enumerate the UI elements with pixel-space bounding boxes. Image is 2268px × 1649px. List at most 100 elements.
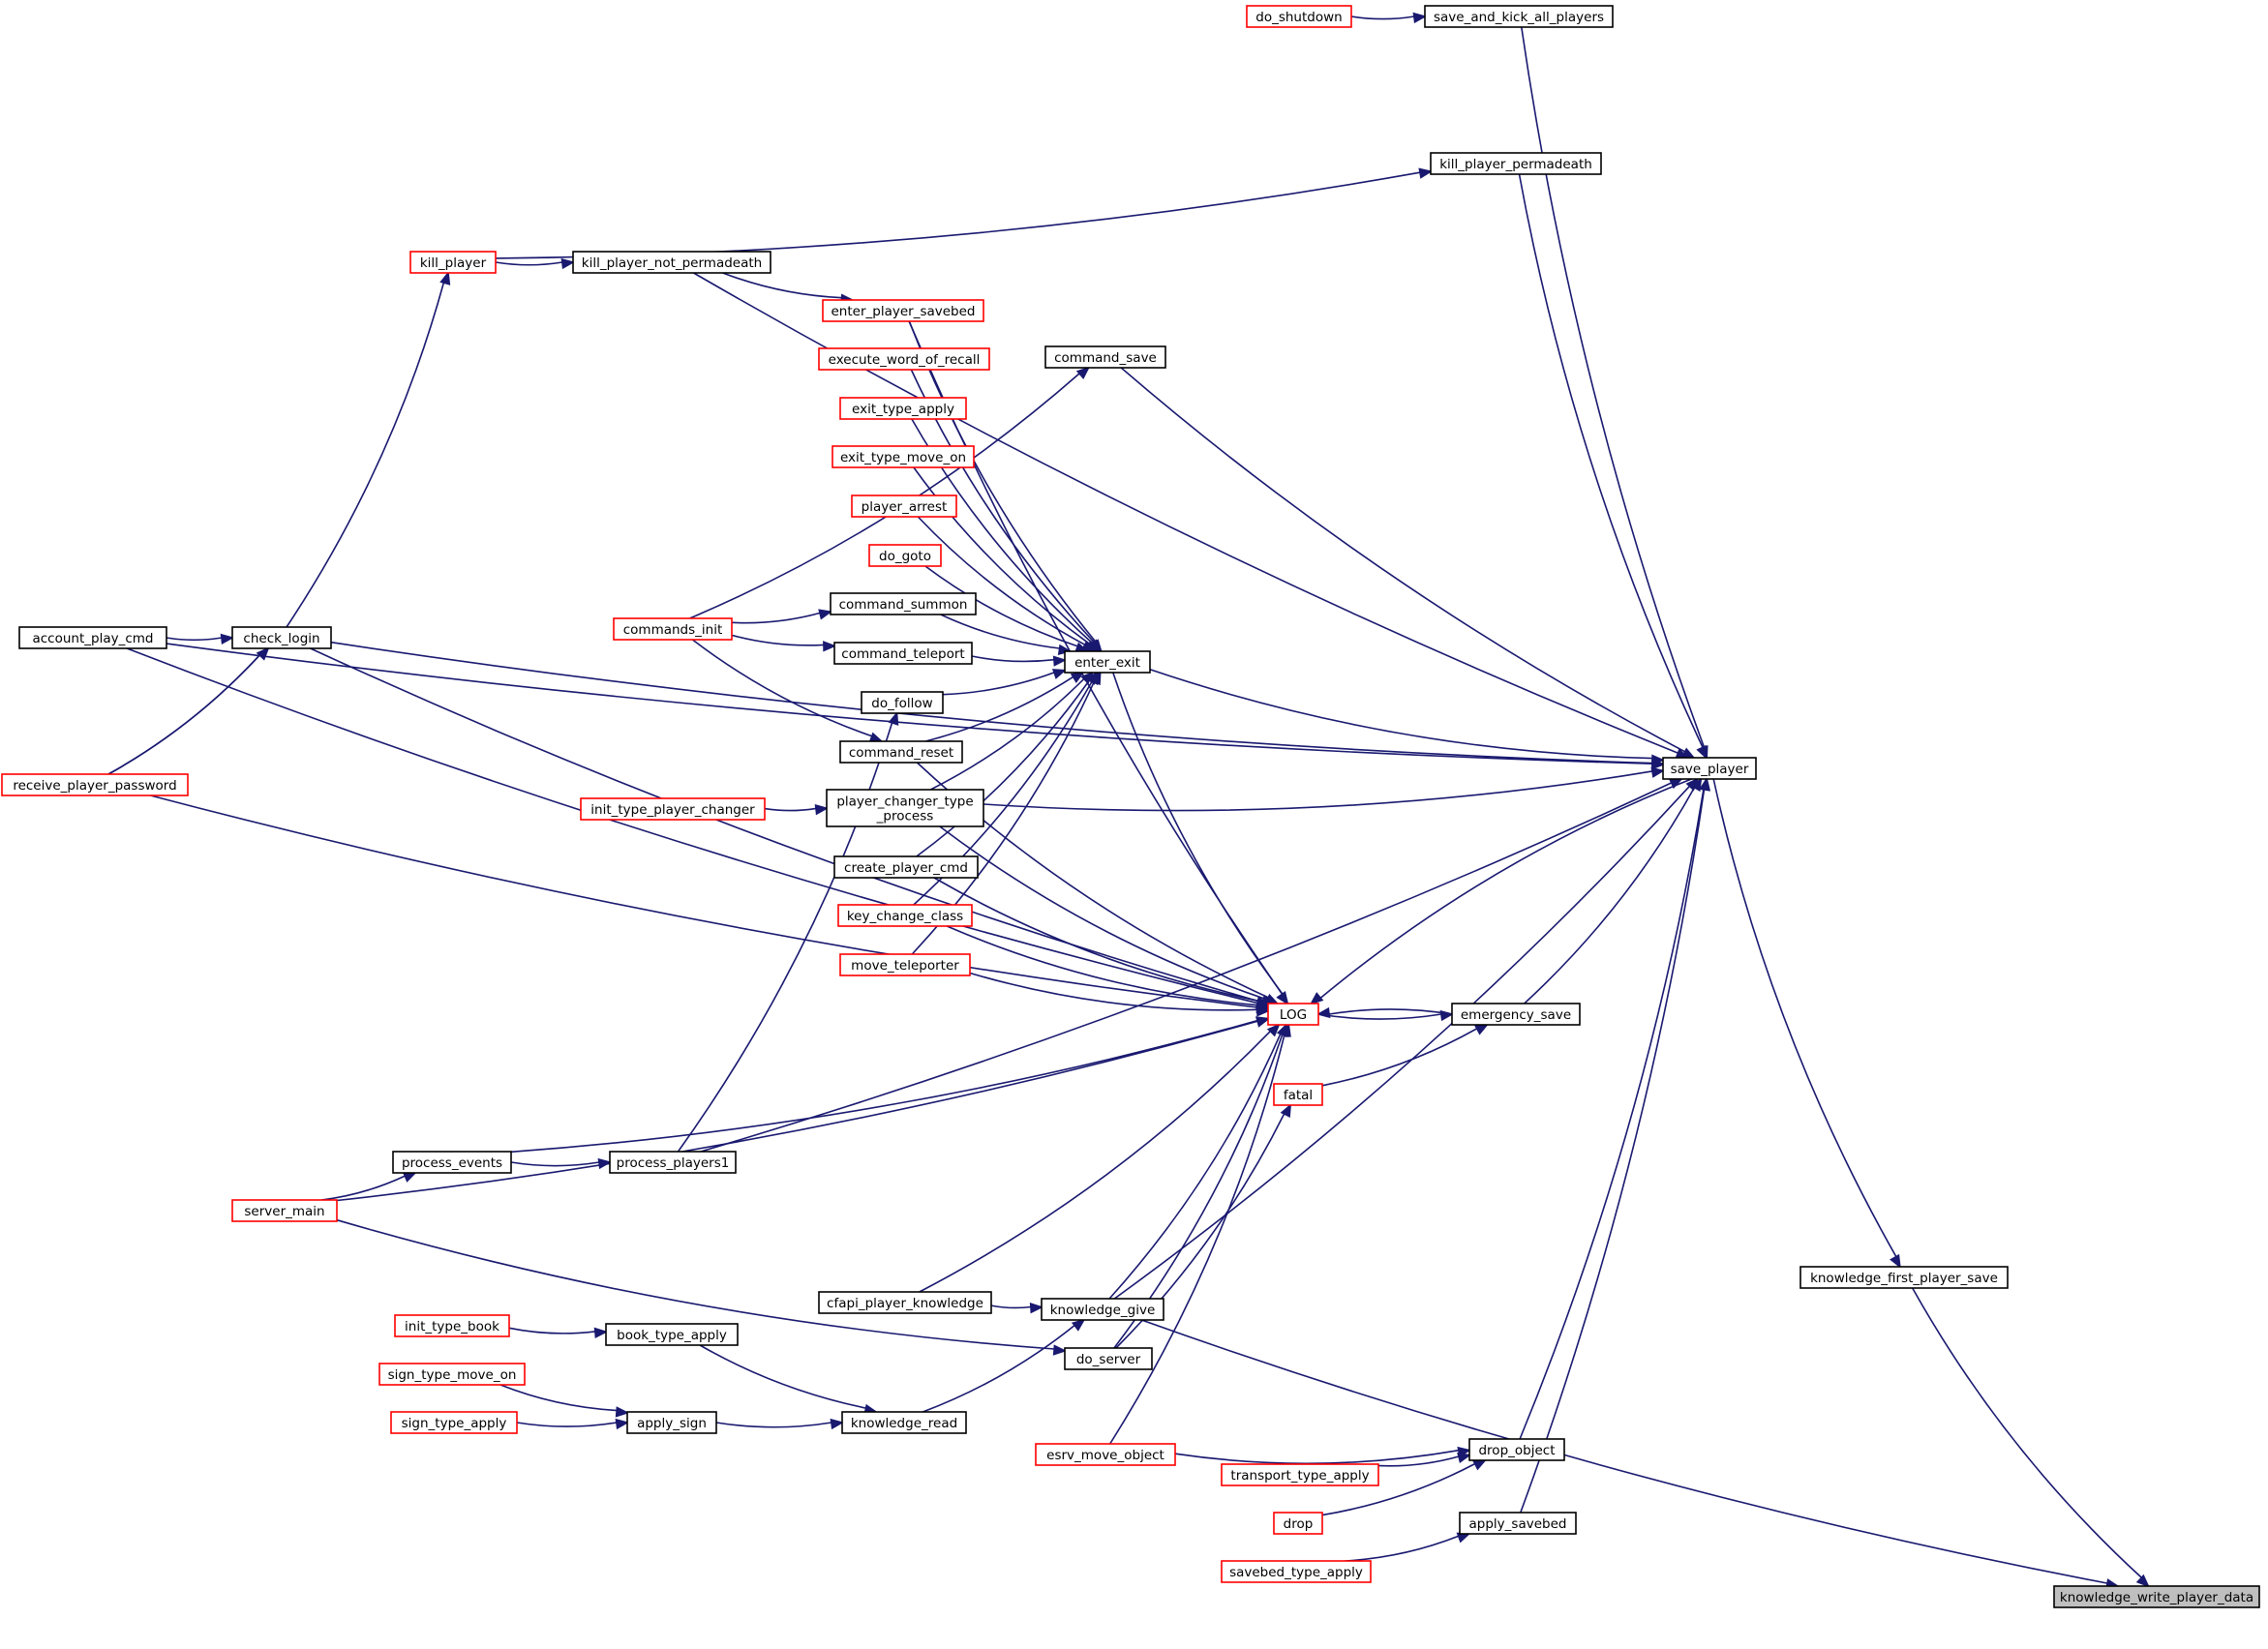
node-command-reset[interactable]: command_reset: [839, 740, 963, 764]
node-do-follow[interactable]: do_follow: [861, 691, 944, 714]
edge-arrowhead: [818, 609, 833, 620]
node-box: [1035, 1443, 1176, 1466]
node-apply-sign[interactable]: apply_sign: [626, 1411, 717, 1434]
edge-line: [166, 643, 1653, 765]
node-kill-player[interactable]: kill_player: [409, 251, 497, 274]
node-move-teleporter[interactable]: move_teleporter: [839, 953, 971, 976]
edge-arrowhead: [1680, 747, 1696, 759]
edge-kill_player-to-kill_player_not_permadeath: [495, 257, 576, 270]
node-commands-init[interactable]: commands_init: [613, 617, 733, 641]
node-box: [1221, 1463, 1379, 1486]
node-command-save[interactable]: command_save: [1044, 345, 1166, 369]
node-key-change-class[interactable]: key_change_class: [837, 904, 973, 927]
edge-do_shutdown-to-save_and_kick_all_players: [1350, 12, 1428, 24]
node-sign-type-apply[interactable]: sign_type_apply: [390, 1411, 518, 1434]
node-sign-type-move-on[interactable]: sign_type_move_on: [378, 1363, 526, 1386]
node-init-type-book[interactable]: init_type_book: [394, 1314, 510, 1337]
node-exit-type-move-on[interactable]: exit_type_move_on: [832, 445, 975, 468]
node-do-shutdown[interactable]: do_shutdown: [1246, 5, 1352, 28]
node-label: LOG: [1280, 1007, 1307, 1023]
node-save-player[interactable]: save_player: [1662, 757, 1757, 780]
node-server-main[interactable]: server_main: [231, 1199, 338, 1222]
edge-line: [495, 261, 563, 266]
edge-arrowhead: [593, 1327, 609, 1339]
node-command-teleport[interactable]: command_teleport: [833, 642, 973, 665]
node-do-server[interactable]: do_server: [1064, 1347, 1153, 1370]
node-do-goto[interactable]: do_goto: [868, 544, 942, 567]
edge-line: [922, 1324, 1075, 1413]
node-box: [1273, 1512, 1323, 1535]
edge-arrowhead: [402, 1172, 417, 1183]
node-kill-player-permadeath[interactable]: kill_player_permadeath: [1430, 152, 1602, 175]
node-emergency-save[interactable]: emergency_save: [1451, 1003, 1581, 1026]
node-box: [826, 789, 984, 827]
node-transport-type-apply[interactable]: transport_type_apply: [1221, 1463, 1379, 1486]
edge-line: [1524, 787, 1696, 1004]
edge-line: [1521, 26, 1706, 748]
node-LOG[interactable]: LOG: [1267, 1003, 1319, 1026]
node-book-type-apply[interactable]: book_type_apply: [605, 1323, 739, 1346]
node-kill-player-not-permadeath[interactable]: kill_player_not_permadeath: [572, 251, 771, 274]
node-command-summon[interactable]: command_summon: [830, 592, 977, 615]
node-execute-word-of-recall[interactable]: execute_word_of_recall: [818, 347, 990, 371]
edge-line: [321, 1175, 406, 1201]
node-box: [1064, 650, 1151, 674]
edge-commands_init-to-command_summon: [731, 609, 833, 624]
node-label: receive_player_password: [13, 778, 176, 794]
node-drop-object[interactable]: drop_object: [1468, 1438, 1565, 1461]
edge-check_login-to-save_player: [330, 641, 1666, 769]
node-check-login[interactable]: check_login: [231, 626, 332, 649]
edge-arrowhead: [823, 641, 837, 652]
edge-apply_savebed-to-save_player: [1520, 776, 1711, 1514]
node-enter-exit[interactable]: enter_exit: [1064, 650, 1151, 674]
node-box: [1273, 1083, 1323, 1106]
edge-line: [510, 1161, 600, 1167]
edge-key_change_class-to-LOG: [946, 925, 1271, 1012]
node-esrv-move-object[interactable]: esrv_move_object: [1035, 1443, 1176, 1466]
node-process-events[interactable]: process_events: [392, 1151, 512, 1174]
node-label: transport_type_apply: [1230, 1468, 1369, 1484]
node-create-player-cmd[interactable]: create_player_cmd: [833, 855, 979, 879]
edge-arrowhead: [1052, 1344, 1068, 1356]
node-box: [818, 1291, 992, 1314]
node-label: knowledge_read: [851, 1416, 957, 1431]
edge-player_changer_type_process-to-save_player: [983, 766, 1666, 812]
node-player-arrest[interactable]: player_arrest: [851, 495, 957, 518]
edge-init_type_player_changer-to-player_changer_type_process: [764, 804, 830, 816]
edge-arrowhead: [1696, 744, 1708, 760]
node-cfapi-player-knowledge[interactable]: cfapi_player_knowledge: [818, 1291, 992, 1314]
edge-line: [983, 770, 1653, 812]
edge-line: [1345, 1535, 1460, 1562]
node-account-play-cmd[interactable]: account_play_cmd: [18, 626, 167, 649]
node-process-players1[interactable]: process_players1: [609, 1151, 737, 1174]
node-savebed-type-apply[interactable]: savebed_type_apply: [1221, 1560, 1372, 1583]
edge-line: [1109, 1034, 1285, 1445]
node-label: do_shutdown: [1255, 10, 1342, 25]
node-apply-savebed[interactable]: apply_savebed: [1459, 1512, 1577, 1535]
node-label: exit_type_move_on: [840, 450, 966, 465]
node-init-type-player-changer[interactable]: init_type_player_changer: [580, 797, 766, 821]
node-box: [1, 773, 189, 796]
edge-arrowhead: [1309, 992, 1324, 1005]
node-player-changer-type-process[interactable]: player_changer_type_process: [826, 789, 984, 827]
edge-arrowhead: [1276, 991, 1289, 1005]
node-knowledge-first-player-save[interactable]: knowledge_first_player_save: [1799, 1266, 2009, 1289]
edge-line: [1520, 789, 1706, 1514]
node-exit-type-apply[interactable]: exit_type_apply: [839, 397, 967, 420]
node-knowledge-write-player-data[interactable]: knowledge_write_player_data: [2053, 1585, 2260, 1608]
node-knowledge-give[interactable]: knowledge_give: [1041, 1298, 1164, 1321]
node-enter-player-savebed[interactable]: enter_player_savebed: [822, 299, 984, 322]
node-receive-player-password[interactable]: receive_player_password: [1, 773, 189, 796]
edge-line: [1519, 789, 1705, 1440]
edge-server_main-to-process_events: [321, 1172, 417, 1201]
node-label: knowledge_write_player_data: [2060, 1590, 2253, 1605]
node-fatal[interactable]: fatal: [1273, 1083, 1323, 1106]
node-box: [1424, 5, 1614, 28]
node-label: kill_player_permadeath: [1439, 157, 1592, 172]
node-label: command_teleport: [841, 646, 964, 662]
edge-sign_type_apply-to-apply_sign: [516, 1418, 630, 1430]
node-label: drop: [1284, 1516, 1314, 1532]
node-drop[interactable]: drop: [1273, 1512, 1323, 1535]
node-save-and-kick-all-players[interactable]: save_and_kick_all_players: [1424, 5, 1614, 28]
node-knowledge-read[interactable]: knowledge_read: [841, 1411, 967, 1434]
